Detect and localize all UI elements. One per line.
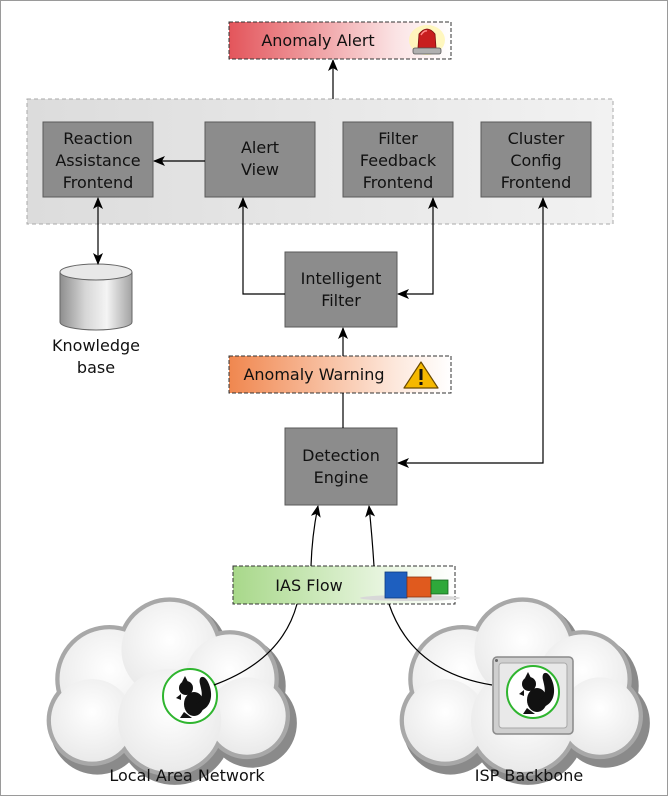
line-isp-to-flow [388, 603, 493, 686]
connectors [93, 59, 548, 686]
svg-text:Config: Config [510, 151, 561, 170]
reaction-assistance-frontend: Reaction Assistance Frontend [42, 121, 154, 198]
squirrel-logo-icon [506, 665, 560, 719]
appliance-icon [492, 656, 574, 735]
svg-text:View: View [241, 160, 279, 179]
svg-text:Cluster: Cluster [508, 129, 565, 148]
intelligent-filter: Intelligent Filter [284, 251, 398, 328]
arrow-cluster-engine [397, 197, 548, 468]
filter-feedback-frontend: Filter Feedback Frontend [342, 121, 454, 198]
isp-backbone: ISP Backbone [404, 602, 644, 785]
detection-engine: Detection Engine [284, 427, 398, 506]
svg-text:Engine: Engine [314, 468, 369, 487]
local-area-network-label: Local Area Network [109, 766, 265, 785]
knowledge-base: Knowledge base [52, 263, 140, 377]
svg-text:Detection: Detection [302, 446, 380, 465]
anomaly-warning-box: Anomaly Warning [228, 355, 452, 394]
siren-icon [409, 25, 445, 55]
svg-text:Filter: Filter [378, 129, 418, 148]
svg-text:Filter: Filter [321, 291, 361, 310]
ias-flow-box: IAS Flow [232, 565, 460, 605]
ias-flow-label: IAS Flow [275, 576, 342, 595]
anomaly-alert-box: Anomaly Alert [228, 21, 452, 60]
anomaly-warning-label: Anomaly Warning [243, 365, 384, 384]
arrow-flow-to-engine-right [365, 505, 376, 567]
line-lan-to-flow [213, 603, 298, 686]
svg-text:Frontend: Frontend [63, 173, 134, 192]
isp-backbone-label: ISP Backbone [475, 766, 583, 785]
svg-text:Frontend: Frontend [501, 173, 572, 192]
knowledge-base-label-line1: Knowledge [52, 336, 140, 355]
cluster-config-frontend: Cluster Config Frontend [480, 121, 592, 198]
squirrel-logo-icon [162, 668, 218, 724]
database-icon [59, 263, 133, 331]
knowledge-base-label-line2: base [77, 358, 115, 377]
alert-view: Alert View [204, 121, 316, 198]
svg-text:Alert: Alert [241, 138, 279, 157]
svg-text:Feedback: Feedback [360, 151, 437, 170]
local-area-network: Local Area Network [51, 602, 291, 785]
svg-text:Assistance: Assistance [55, 151, 140, 170]
arrow-filter-to-alertview [238, 197, 285, 295]
arrow-flow-to-engine-left [310, 505, 321, 567]
svg-text:Frontend: Frontend [363, 173, 434, 192]
anomaly-alert-label: Anomaly Alert [261, 31, 374, 50]
svg-text:Intelligent: Intelligent [301, 269, 382, 288]
bar-chart-icon [360, 571, 460, 601]
svg-text:Reaction: Reaction [63, 129, 133, 148]
